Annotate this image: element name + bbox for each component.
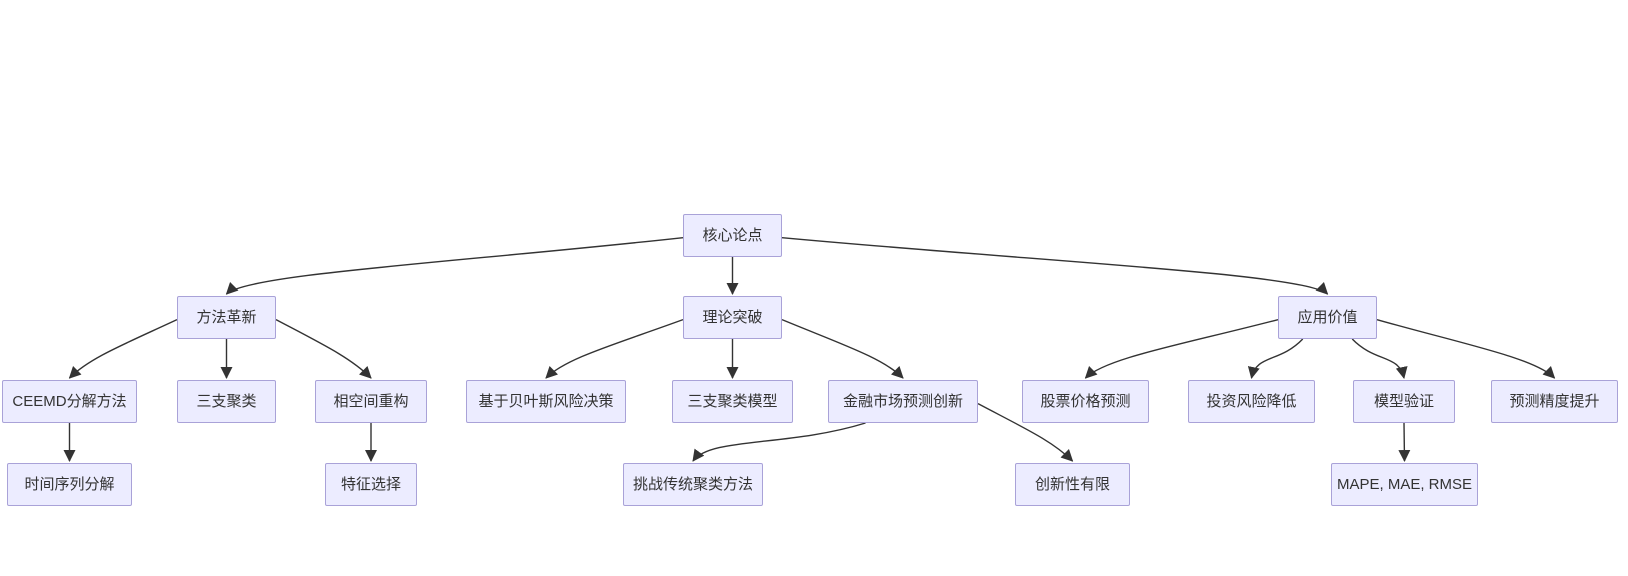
node-model-validation: 模型验证 bbox=[1353, 380, 1455, 423]
edge-c3-to-c3x bbox=[1398, 422, 1411, 462]
node-application-value: 应用价值 bbox=[1278, 296, 1377, 339]
node-core-argument: 核心论点 bbox=[683, 214, 782, 257]
node-financial-market-prediction-innovation: 金融市场预测创新 bbox=[828, 380, 978, 423]
node-three-way-clustering-model: 三支聚类模型 bbox=[672, 380, 793, 423]
node-method-innovation: 方法革新 bbox=[177, 296, 276, 339]
edge-m3-to-c2 bbox=[1247, 338, 1304, 379]
node-time-series-decomposition: 时间序列分解 bbox=[7, 463, 132, 506]
edge-m3-to-c1 bbox=[1084, 318, 1279, 379]
edge-m3-to-c4 bbox=[1376, 318, 1556, 379]
edge-core-to-m1 bbox=[225, 236, 684, 295]
node-prediction-accuracy-improvement: 预测精度提升 bbox=[1491, 380, 1618, 423]
node-challenge-traditional-clustering-methods: 挑战传统聚类方法 bbox=[623, 463, 763, 506]
node-investment-risk-reduction: 投资风险降低 bbox=[1188, 380, 1315, 423]
edge-m1-to-a3 bbox=[275, 319, 372, 379]
node-mape-mae-rmse-metrics: MAPE, MAE, RMSE bbox=[1331, 463, 1478, 506]
node-phase-space-reconstruction: 相空间重构 bbox=[315, 380, 427, 423]
node-ceemd-decomposition-method: CEEMD分解方法 bbox=[2, 380, 137, 423]
edge-b3-to-b3x bbox=[692, 422, 866, 462]
edge-m2-to-b1 bbox=[545, 318, 684, 379]
node-three-way-clustering: 三支聚类 bbox=[177, 380, 276, 423]
node-feature-selection: 特征选择 bbox=[325, 463, 417, 506]
edge-m3-to-c3 bbox=[1351, 338, 1408, 379]
edge-m2-to-b3 bbox=[781, 319, 904, 379]
edge-core-to-m3 bbox=[781, 236, 1329, 295]
node-stock-price-prediction: 股票价格预测 bbox=[1022, 380, 1149, 423]
edge-m1-to-a1 bbox=[68, 319, 178, 379]
node-theory-breakthrough: 理论突破 bbox=[683, 296, 782, 339]
node-limited-novelty: 创新性有限 bbox=[1015, 463, 1130, 506]
node-bayesian-risk-decision: 基于贝叶斯风险决策 bbox=[466, 380, 626, 423]
